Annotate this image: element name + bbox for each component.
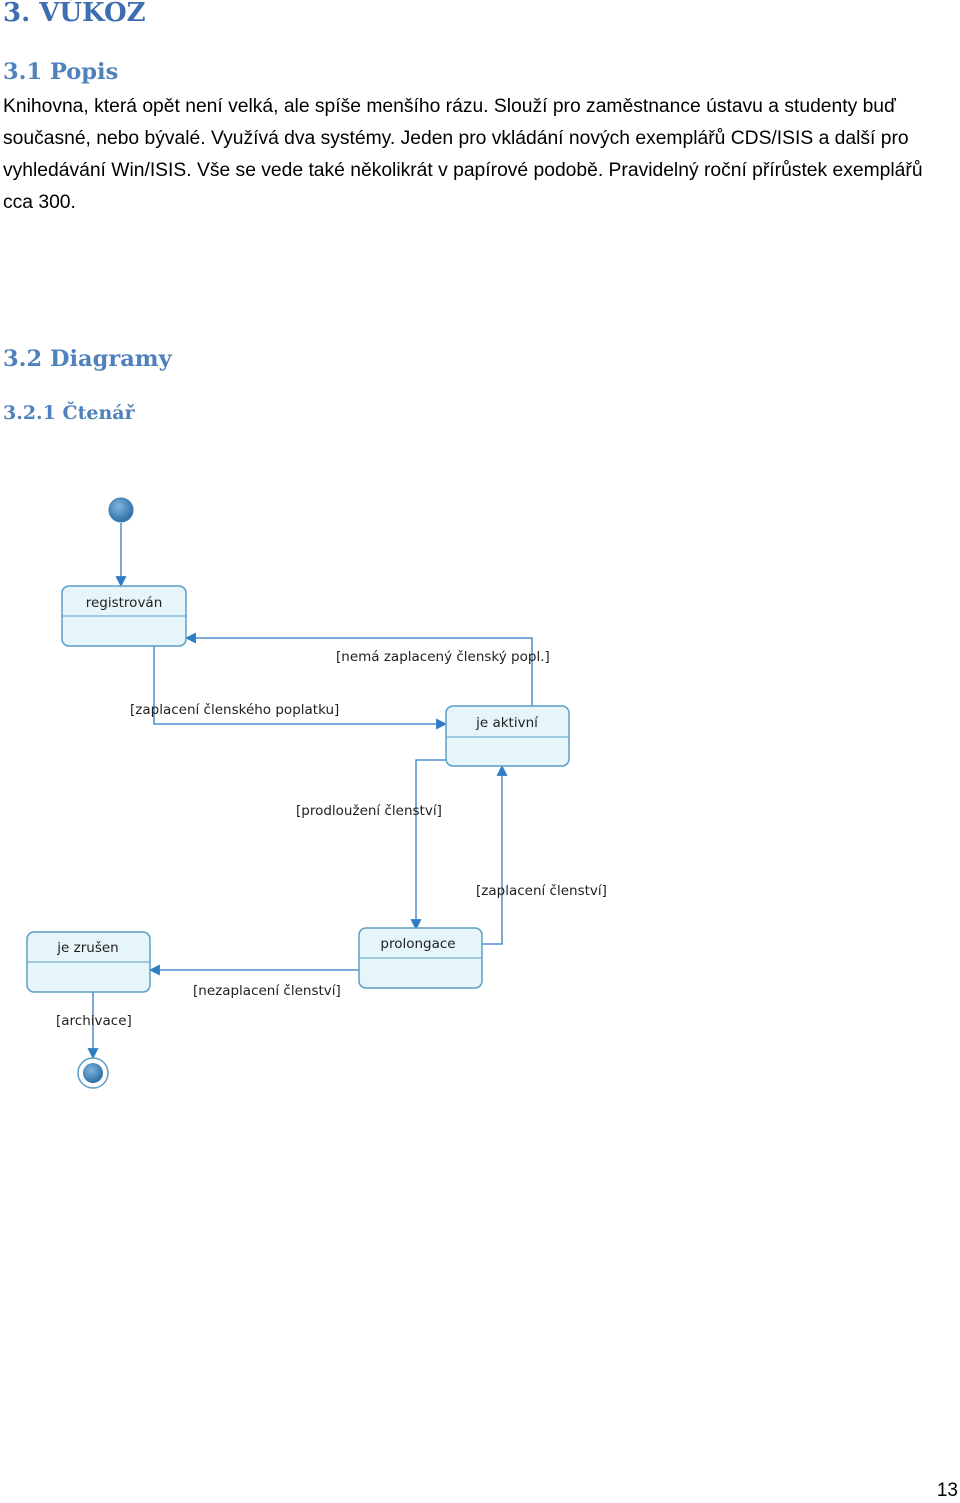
state-label-prolongace: prolongace [380,936,455,952]
guard-prodlouzeni: [prodloužení členství] [296,803,442,819]
initial-node [108,497,134,523]
section-text-popis: Knihovna, která opět není velká, ale spí… [3,96,923,213]
state-je-aktivni: je aktivní [445,705,570,767]
state-label-registrovan: registrován [86,595,163,611]
state-registrovan: registrován [61,585,187,647]
transition-registrovan-to-je-aktivni [153,646,448,730]
state-label-je-zrusen: je zrušen [56,940,118,956]
section-title-popis: 3.1 Popis [3,59,119,85]
state-prolongace: prolongace [358,927,483,989]
page-heading: 3. VÚKOZ [3,0,146,28]
transition-prolongace-to-je-aktivni [482,764,508,945]
state-label-je-aktivni: je aktivní [475,715,539,731]
guard-zaplaceni-clenskeho: [zaplacení členského poplatku] [130,702,339,718]
page-number: 13 [936,1480,958,1501]
guard-nema-zaplaceny: [nemá zaplacený členský popl.] [336,649,550,665]
guard-nezaplaceni: [nezaplacení členství] [193,983,341,999]
transition-je-aktivni-to-registrovan [184,632,533,708]
section-subtitle-ctenar: 3.2.1 Čtenář [3,402,135,424]
transition-lines [87,523,533,1060]
final-node [77,1057,109,1089]
section-title-diagramy: 3.2 Diagramy [3,346,172,372]
transition-je-aktivni-to-prolongace [410,759,446,931]
state-je-zrusen: je zrušen [26,931,151,993]
guard-archivace: [archivace] [56,1013,132,1029]
guard-zaplaceni-clenstvi: [zaplacení členství] [476,883,607,899]
